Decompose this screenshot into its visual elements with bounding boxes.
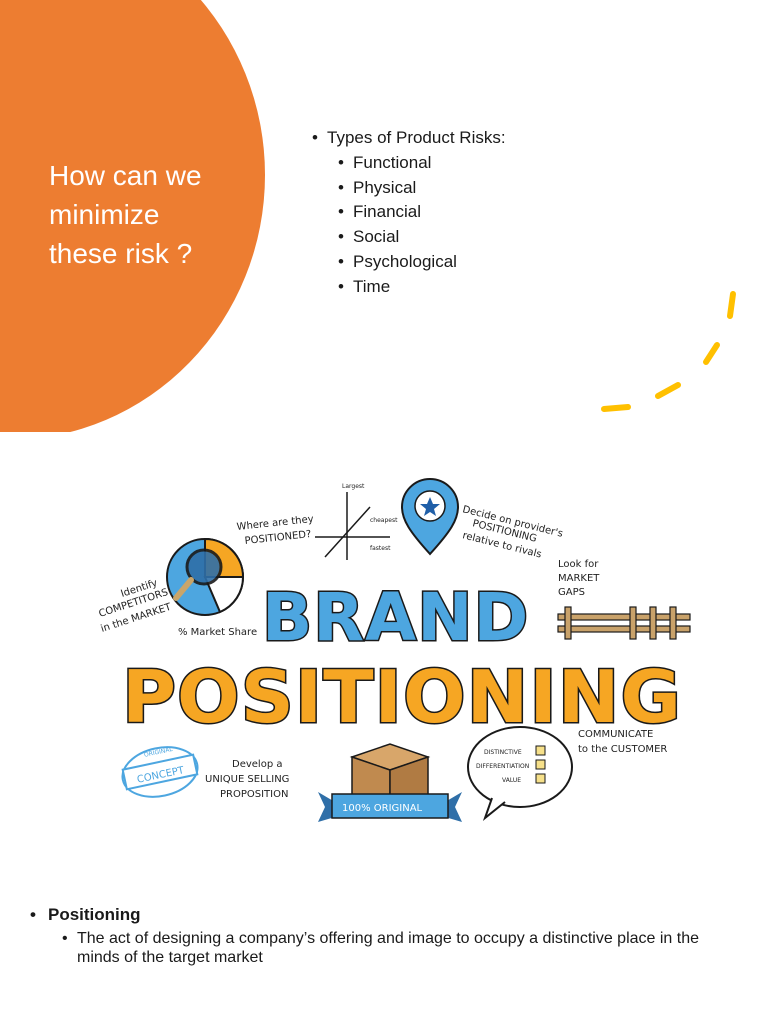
speech-bubble-icon [467,726,573,821]
largest-label: Largest [342,483,365,490]
market-share-pie-icon [166,537,245,616]
develop-text-1: Develop a [232,759,282,770]
list-item: Social [338,225,506,250]
bullet-definition: The act of designing a company’s offerin… [62,929,717,967]
differentiation-text: DIFFERENTIATION [476,763,529,770]
list-item: Functional [338,151,506,176]
communicate-text-1: COMMUNICATE [578,729,653,740]
distinctive-text: DISTINCTIVE [484,749,522,756]
positioned-text: POSITIONED? [244,529,312,547]
cheapest-label: cheapest [370,517,398,524]
concept-stamp-icon [121,746,199,798]
slide-positioning: % Market Share Identify COMPETITORS in t… [0,432,768,1024]
list-item: Psychological [338,250,506,275]
list-item: Financial [338,200,506,225]
develop-text-3: PROPOSITION [220,789,288,800]
positioning-word: POSITIONING [122,655,682,739]
value-text: VALUE [502,777,521,784]
brand-positioning-graphic: % Market Share Identify COMPETITORS in t… [98,478,691,822]
slide-risks: How can we minimize these risk ? Types o… [0,0,768,432]
location-pin-icon [400,478,460,556]
risk-list: Types of Product Risks: Functional Physi… [312,126,506,300]
positioning-bullets: Positioning The act of designing a compa… [30,905,717,967]
fence-icon [557,606,691,640]
communicate-text-2: to the CUSTOMER [578,744,667,755]
brand-word: BRAND [262,579,529,656]
develop-text-2: UNIQUE SELLING [205,774,289,785]
checkbox-icons [535,745,546,784]
original-banner-icon [318,792,462,822]
list-item: Physical [338,176,506,201]
slide-title: How can we minimize these risk ? [49,160,202,269]
fastest-label: fastest [370,545,391,552]
axes-icon [315,492,390,560]
bullet-title: Positioning [30,905,717,925]
look-text-3: GAPS [558,587,585,598]
original-banner-text: 100% ORIGINAL [342,803,423,814]
dashed-arc-decoration [601,291,736,412]
list-heading: Types of Product Risks: [312,126,506,151]
list-item: Time [338,275,506,300]
look-text-2: MARKET [558,573,600,584]
look-text-1: Look for [558,559,599,570]
market-share-label: % Market Share [178,627,257,638]
